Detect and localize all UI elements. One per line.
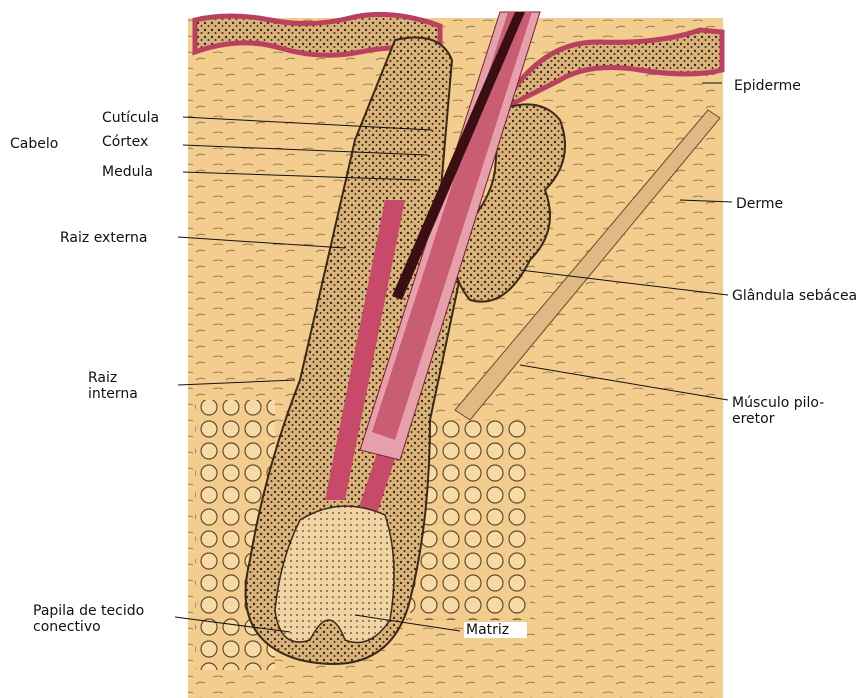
- label-derme: Derme: [736, 196, 783, 212]
- label-medula: Medula: [102, 164, 153, 180]
- label-glandula: Glândula sebácea: [732, 288, 857, 304]
- label-cortex: Córtex: [102, 134, 148, 150]
- label-musculo: Músculo pilo- eretor: [732, 395, 824, 427]
- label-cuticula: Cutícula: [102, 110, 159, 126]
- label-papila: Papila de tecido conectivo: [33, 603, 144, 635]
- label-cabelo: Cabelo: [10, 136, 58, 152]
- label-matriz: Matriz: [464, 622, 527, 638]
- label-raiz-externa: Raiz externa: [60, 230, 147, 246]
- label-epiderme: Epiderme: [734, 78, 801, 94]
- label-raiz-interna: Raiz interna: [88, 370, 138, 402]
